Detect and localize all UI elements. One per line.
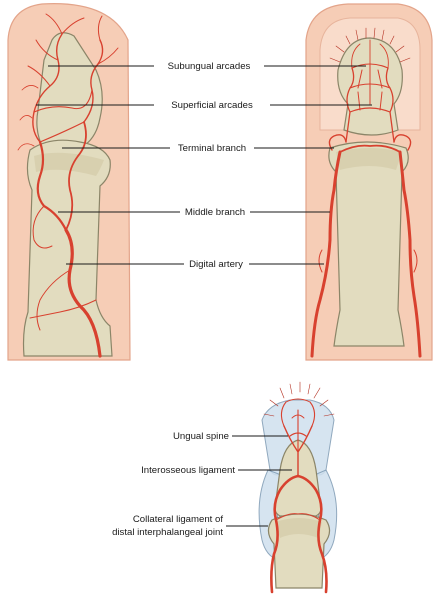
dorsal-middle-phalanx [328,141,409,347]
dorsal-view-finger [305,3,433,361]
dorsal-joint-shade [336,148,402,170]
label-collateral-ligament-line2: distal interphalangeal joint [112,527,223,538]
dorsal-arteries [310,27,422,358]
label-ungual-spine: Ungual spine [173,431,229,442]
labels: Subungual arcades Superficial arcades Te… [112,61,253,538]
label-superficial-arcades: Superficial arcades [171,100,253,111]
label-collateral-ligament-line1: Collateral ligament of [133,514,223,525]
ligament-view-finger [258,381,338,594]
bottom-joint-shade [276,518,322,538]
label-middle-branch: Middle branch [185,207,245,218]
bottom-arteries [263,381,335,594]
lateral-arteries [17,13,119,358]
label-terminal-branch: Terminal branch [178,143,246,154]
lateral-view-finger [7,3,131,361]
label-digital-artery: Digital artery [189,259,243,270]
label-interosseous-ligament: Interosseous ligament [141,465,235,476]
distal-phalanx-bone [36,32,103,151]
label-subungual-arcades: Subungual arcades [168,61,251,72]
joint-shade [34,152,104,176]
leader-lines [36,65,372,527]
